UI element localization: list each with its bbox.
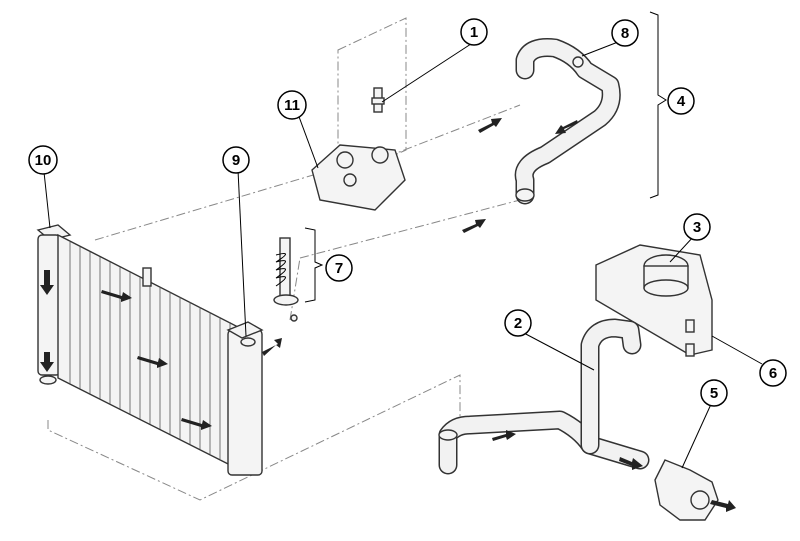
callout-9: 9 [222,146,250,174]
callout-5-label: 5 [710,385,718,402]
callout-6-label: 6 [769,365,777,382]
callout-11: 11 [277,90,307,120]
bottom-hose [438,318,650,475]
callout-7-label: 7 [335,260,343,277]
callout-7: 7 [325,254,353,282]
expansion-tank [595,244,713,357]
leader-lines [43,41,763,469]
callout-4-label: 4 [677,93,686,110]
callout-8-label: 8 [621,25,629,42]
thermostat-bracket [304,227,324,303]
callout-1-label: 1 [470,24,478,41]
callout-10: 10 [28,145,58,175]
sensor [371,87,385,113]
callout-10-label: 10 [35,152,52,169]
top-hose-bracket [649,11,667,199]
callout-6: 6 [759,359,787,387]
callout-9-label: 9 [232,152,240,169]
callout-3: 3 [683,213,711,241]
callout-2: 2 [504,309,532,337]
callout-8: 8 [611,19,639,47]
callout-11-label: 11 [284,97,300,114]
water-pump-impeller [654,459,736,521]
top-hose-assembly [462,38,621,233]
callout-3-label: 3 [693,219,701,236]
callout-1: 1 [460,18,488,46]
thermostat-housing [311,144,406,211]
callout-4: 4 [667,87,695,115]
radiator [36,224,282,476]
flow-path-lines [47,17,521,501]
callout-5: 5 [700,379,728,407]
radiator-fins [69,242,231,464]
thermostat-assembly [273,237,299,322]
callout-2-label: 2 [514,315,522,332]
